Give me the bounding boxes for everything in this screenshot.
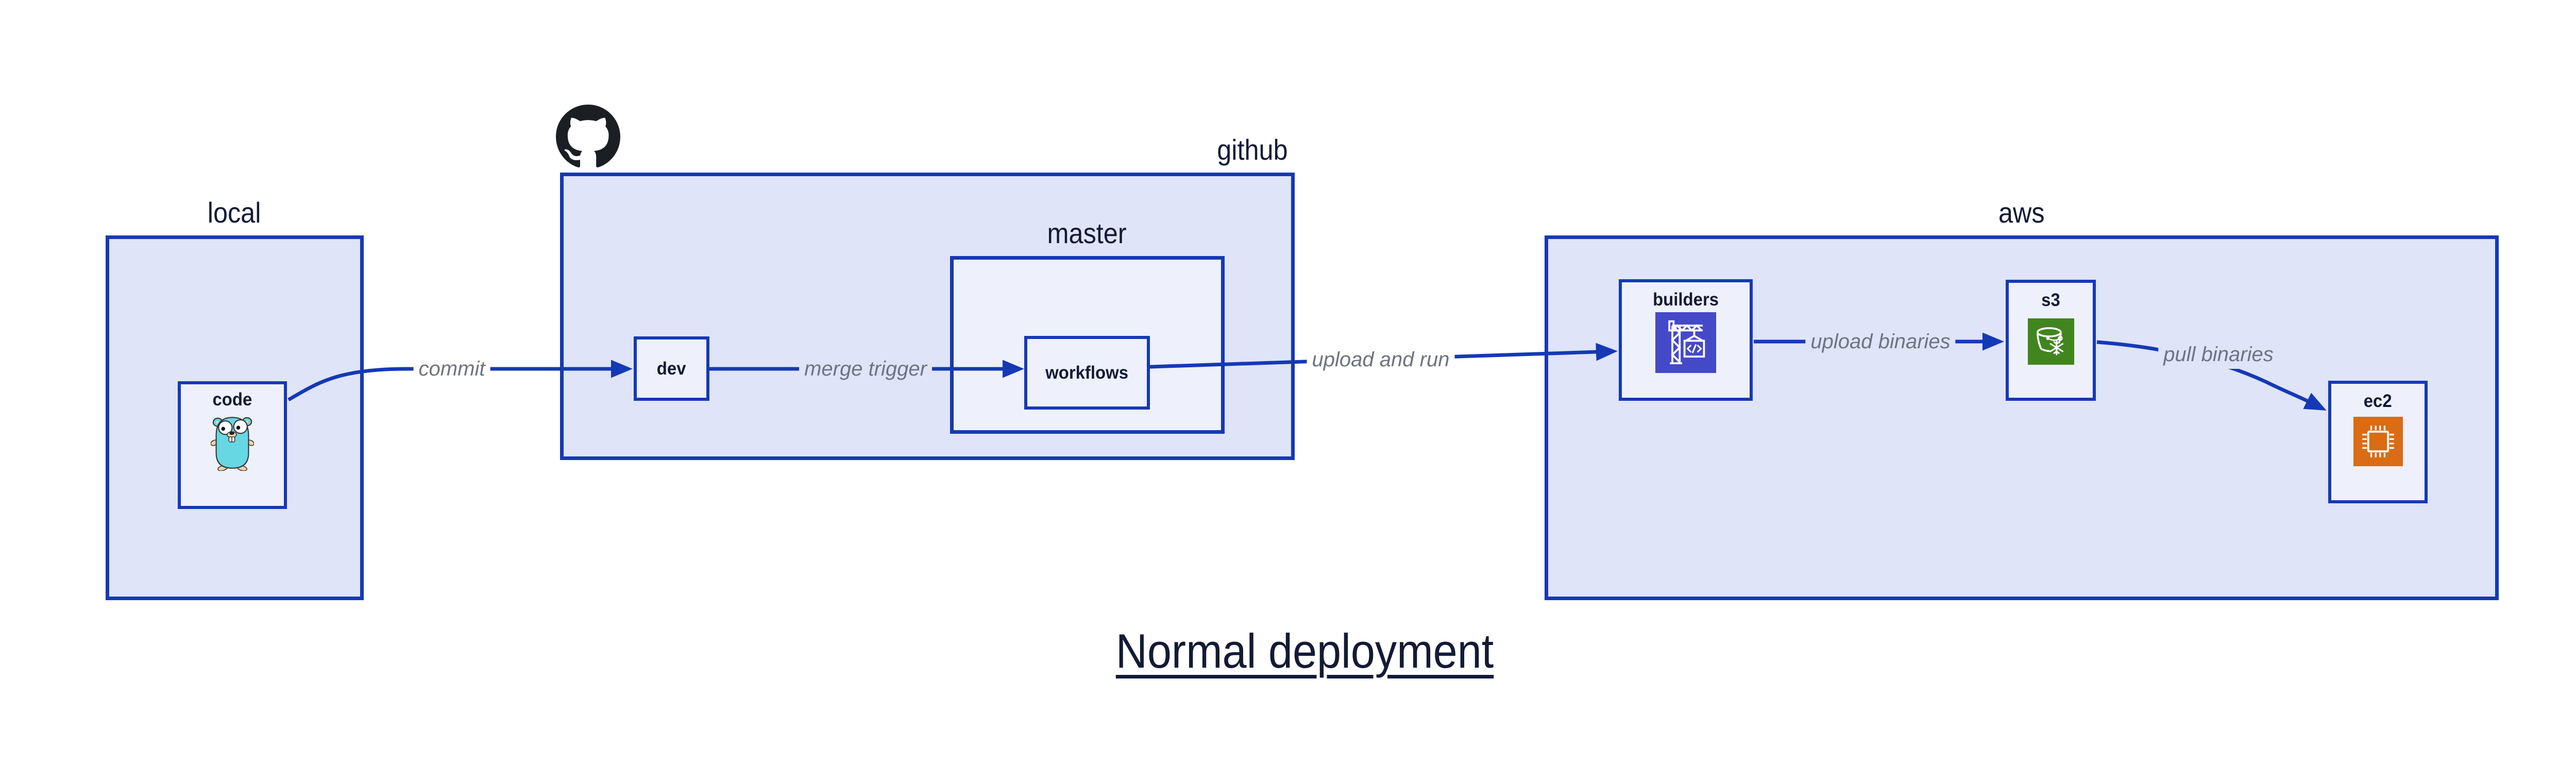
workflows-node: workflows — [1024, 336, 1150, 410]
local-container-title-text: local — [208, 196, 261, 229]
code-node: code — [178, 381, 287, 509]
ec2-chip-icon — [2331, 413, 2425, 469]
workflows-node-label: workflows — [1045, 362, 1129, 383]
s3-node: s3 — [2006, 280, 2096, 401]
edge-merge-trigger-label: merge trigger — [799, 354, 932, 383]
builders-node: builders — [1619, 279, 1753, 401]
github-container-title: github — [1133, 133, 1288, 166]
code-node-label: code — [212, 389, 252, 410]
local-container-title: local — [157, 196, 312, 229]
github-container-title-text: github — [1217, 133, 1288, 166]
codebuild-crane-icon — [1622, 311, 1750, 376]
edge-upload-binaries-label: upload binaries — [1805, 327, 1956, 356]
ec2-node: ec2 — [2328, 381, 2428, 503]
dev-node-label: dev — [657, 358, 686, 379]
dev-node: dev — [634, 336, 709, 401]
s3-bucket-icon — [2009, 312, 2093, 367]
edge-pull-binaries-label: pull binaries — [2158, 340, 2279, 369]
builders-node-label: builders — [1653, 290, 1719, 310]
diagram-title: Normal deployment — [1047, 624, 1563, 678]
go-gopher-icon — [181, 411, 284, 473]
aws-container-title: aws — [1944, 196, 2099, 229]
s3-node-label: s3 — [2041, 290, 2060, 310]
master-container-title: master — [1010, 216, 1164, 250]
diagram-title-text: Normal deployment — [1116, 624, 1494, 678]
ec2-node-label: ec2 — [2364, 391, 2392, 411]
master-container-title-text: master — [1047, 217, 1127, 249]
aws-container-title-text: aws — [1998, 196, 2045, 229]
edge-upload-and-run-label: upload and run — [1307, 345, 1455, 374]
github-octocat-icon — [556, 105, 620, 167]
edge-commit-label: commit — [413, 354, 490, 383]
